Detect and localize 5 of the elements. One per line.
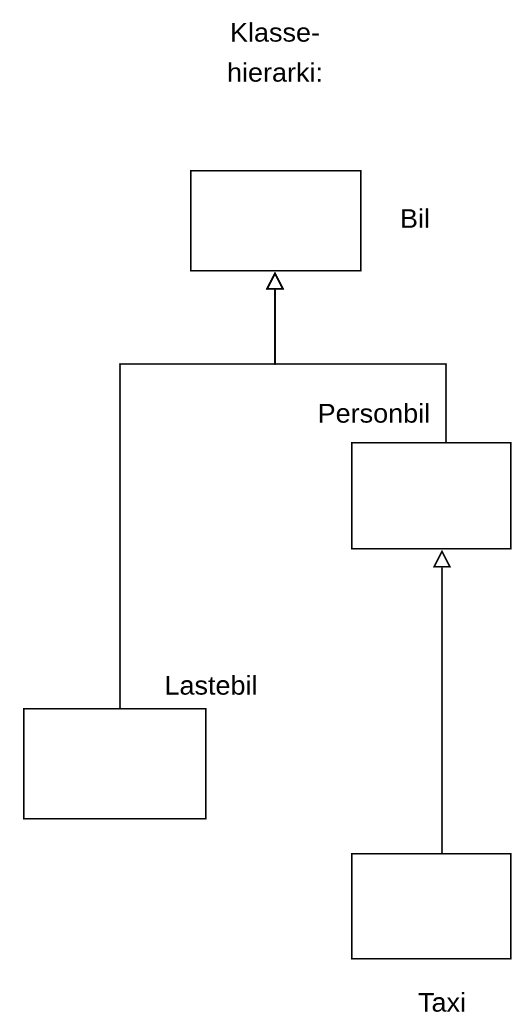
class-name: Taxi	[418, 992, 465, 1012]
class-name: Bil	[402, 208, 429, 228]
class-name: Personbil	[319, 403, 429, 423]
class-name: Lastebil	[166, 675, 256, 695]
title: Klasse- hierarki:	[228, 22, 321, 82]
